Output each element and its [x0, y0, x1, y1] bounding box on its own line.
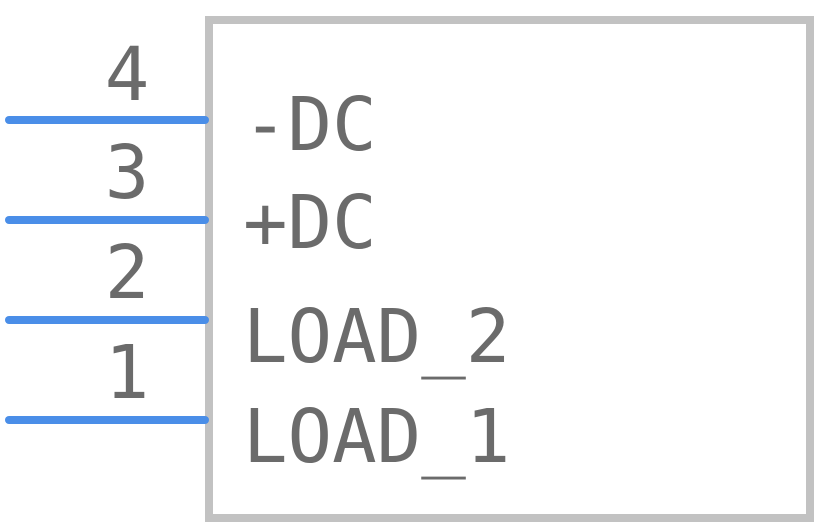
pin-4-number: 4	[105, 32, 150, 118]
pin-1: 1 LOAD_1	[5, 330, 510, 480]
component-body	[205, 16, 814, 522]
pin-4-name: -DC	[243, 82, 377, 168]
pin-1-name: LOAD_1	[243, 394, 510, 480]
pin-4: 4 -DC	[5, 32, 377, 168]
pin-1-number: 1	[105, 330, 150, 416]
pin-3-number: 3	[105, 130, 150, 216]
pin-2: 2 LOAD_2	[5, 230, 510, 380]
pin-3: 3 +DC	[5, 130, 377, 266]
pin-2-name: LOAD_2	[243, 294, 510, 380]
pin-2-number: 2	[105, 230, 150, 316]
pin-3-name: +DC	[243, 180, 377, 266]
